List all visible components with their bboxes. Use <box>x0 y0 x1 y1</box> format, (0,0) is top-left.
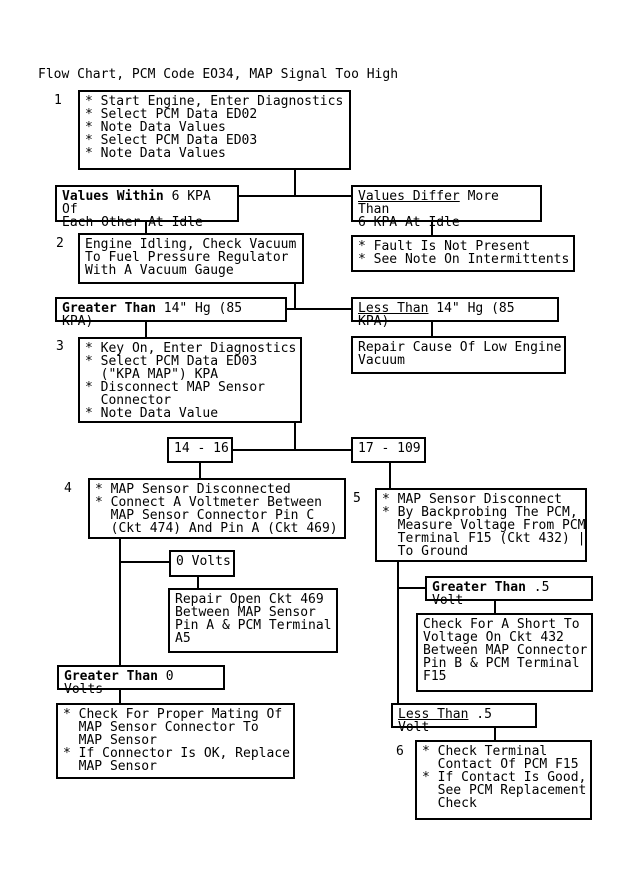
step4-number: 4 <box>64 481 72 496</box>
decision-less-than-14-rest: 14" Hg (85 KPA) <box>358 301 523 329</box>
connector-valueswithin-down <box>145 220 147 235</box>
connector-range-high-down <box>389 461 391 490</box>
connector-branch1-horizontal <box>237 195 353 197</box>
step6-number: 6 <box>396 744 404 759</box>
flow-box-step2: Engine Idling, Check Vacuum To Fuel Pres… <box>78 233 304 284</box>
connector-zerovolts-down <box>197 575 199 590</box>
decision-greater-than-half-volt-rest: .5 Volt <box>432 580 558 608</box>
decision-greater-than-14-lead: Greater Than <box>62 301 156 316</box>
decision-less-than-14-lead: Less Than <box>358 301 429 316</box>
decision-greater-than-14: Greater Than 14" Hg (85 KPA) <box>55 297 287 328</box>
decision-greater-than-zero-volts: Greater Than 0 Volts <box>57 665 225 696</box>
connector-greater14-down <box>145 320 147 339</box>
flow-box-check-mating: * Check For Proper Mating Of MAP Sensor … <box>56 703 295 779</box>
decision-less-than-half-volt: Less Than .5 Volt <box>391 703 537 734</box>
connector-valuesdiffer-down <box>431 220 433 237</box>
connector-lesshalf-down <box>494 726 496 742</box>
step5-number: 5 <box>353 491 361 506</box>
decision-greater-than-14-rest: 14" Hg (85 KPA) <box>62 301 250 329</box>
decision-less-than-half-volt-rest: .5 Volt <box>398 707 500 735</box>
decision-values-differ-lead: Values Differ <box>358 189 460 204</box>
decision-values-differ: Values Differ More Than 6 KPA At Idle <box>351 185 542 229</box>
connector-zerovolts-branch <box>119 561 171 563</box>
decision-values-within-lead: Values Within <box>62 189 164 204</box>
connector-box5-down <box>397 560 399 705</box>
page-title: Flow Chart, PCM Code EO34, MAP Signal To… <box>38 67 399 82</box>
connector-range-low-down <box>199 461 201 480</box>
connector-box3-down <box>294 421 296 451</box>
connector-branch3-horizontal <box>231 449 353 451</box>
decision-zero-volts: 0 Volts <box>169 550 235 577</box>
flow-box-step4: * MAP Sensor Disconnected * Connect A Vo… <box>88 478 346 539</box>
decision-greater-than-half-volt: Greater Than .5 Volt <box>425 576 593 607</box>
flow-box-repair-open-469: Repair Open Ckt 469 Between MAP Sensor P… <box>168 588 338 653</box>
decision-greater-than-half-volt-lead: Greater Than <box>432 580 526 595</box>
step2-number: 2 <box>56 236 64 251</box>
connector-box4-down <box>119 537 121 667</box>
decision-values-differ-rest: More Than 6 KPA At Idle <box>358 189 499 230</box>
decision-values-within: Values Within 6 KPA Of Each Other At Idl… <box>55 185 239 229</box>
connector-greaterhalf-down <box>494 599 496 615</box>
flow-box-check-short-432: Check For A Short To Voltage On Ckt 432 … <box>416 613 593 692</box>
connector-less14-down <box>431 320 433 338</box>
decision-range-14-16: 14 - 16 <box>167 437 233 463</box>
flow-box-step3: * Key On, Enter Diagnostics * Select PCM… <box>78 337 302 423</box>
connector-greaterzero-down <box>119 688 121 705</box>
step1-number: 1 <box>54 93 62 108</box>
decision-values-within-rest: 6 KPA Of Each Other At Idle <box>62 189 211 230</box>
connector-box2-down <box>294 282 296 310</box>
flow-box-fault-not-present: * Fault Is Not Present * See Note On Int… <box>351 235 575 272</box>
flow-box-step1: * Start Engine, Enter Diagnostics * Sele… <box>78 90 351 170</box>
flow-box-step5: * MAP Sensor Disconnect * By Backprobing… <box>375 488 587 562</box>
decision-range-17-109: 17 - 109 <box>351 437 426 463</box>
connector-greaterhalf-branch <box>397 587 427 589</box>
step3-number: 3 <box>56 339 64 354</box>
connector-branch2-horizontal <box>285 308 353 310</box>
decision-less-than-14: Less Than 14" Hg (85 KPA) <box>351 297 559 328</box>
connector-box1-down <box>294 168 296 197</box>
flow-box-step6: * Check Terminal Contact Of PCM F15 * If… <box>415 740 592 820</box>
flow-box-repair-low-vacuum: Repair Cause Of Low Engine Vacuum <box>351 336 566 374</box>
decision-greater-than-zero-volts-rest: 0 Volts <box>64 669 182 697</box>
decision-greater-than-zero-volts-lead: Greater Than <box>64 669 158 684</box>
decision-less-than-half-volt-lead: Less Than <box>398 707 469 722</box>
